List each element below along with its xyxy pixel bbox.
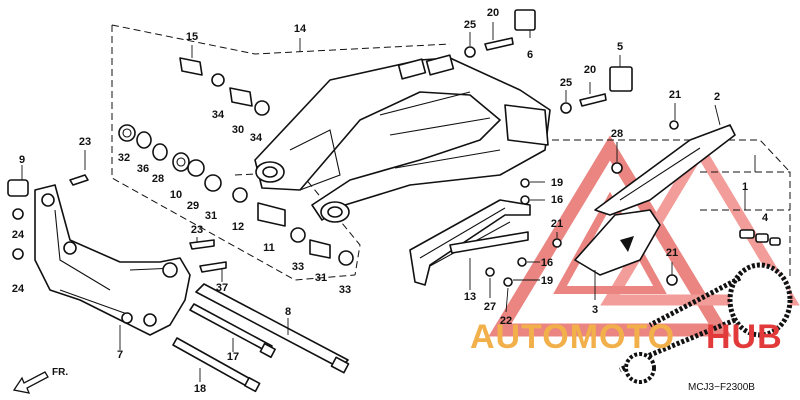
callout-9: 9 bbox=[19, 154, 25, 166]
callout-6: 6 bbox=[527, 49, 533, 61]
callout-13: 13 bbox=[464, 291, 476, 303]
callout-24: 24 bbox=[12, 283, 25, 295]
diagram-code: MCJ3−F2300B bbox=[688, 382, 755, 393]
callout-33: 33 bbox=[292, 261, 304, 273]
callout-15: 15 bbox=[186, 31, 198, 43]
callout-19: 19 bbox=[541, 275, 553, 287]
callout-20: 20 bbox=[487, 7, 499, 19]
callout-21: 21 bbox=[551, 218, 563, 230]
chain-case bbox=[594, 124, 736, 216]
callout-10: 10 bbox=[170, 189, 182, 201]
watermark-text: AUTOMOTO HUB bbox=[470, 318, 783, 356]
callout-25: 25 bbox=[560, 77, 572, 89]
callout-29: 30 bbox=[232, 124, 244, 136]
front-direction-arrow: FR. bbox=[12, 367, 68, 394]
callouts: 14 15 34 30 34 32 36 28 10 29 31 12 11 3… bbox=[12, 7, 769, 395]
callout-34: 34 bbox=[250, 132, 263, 144]
leader-lines bbox=[21, 22, 756, 382]
callout-22: 22 bbox=[500, 315, 512, 327]
callout-23: 23 bbox=[79, 136, 91, 148]
drive-chain bbox=[618, 262, 793, 384]
callout-30: 31 bbox=[315, 272, 327, 284]
callout-1: 1 bbox=[742, 181, 748, 193]
callout-34: 34 bbox=[212, 109, 225, 121]
callout-7: 7 bbox=[117, 349, 123, 361]
callout-31: 31 bbox=[205, 210, 217, 222]
callout-12: 12 bbox=[232, 221, 244, 233]
callout-16: 16 bbox=[551, 194, 563, 206]
front-label: FR. bbox=[52, 367, 68, 378]
callout-35: 36 bbox=[137, 163, 149, 175]
callout-24: 24 bbox=[12, 229, 25, 241]
callout-2: 2 bbox=[714, 91, 720, 103]
arrow-icon bbox=[12, 371, 49, 394]
callout-11: 11 bbox=[263, 242, 275, 254]
callout-32: 32 bbox=[118, 152, 130, 164]
callout-27: 28 bbox=[611, 128, 623, 140]
callout-17: 17 bbox=[227, 351, 239, 363]
callout-5: 5 bbox=[617, 41, 623, 53]
callout-19: 19 bbox=[551, 177, 563, 189]
callout-20: 20 bbox=[584, 64, 596, 76]
bearings-left bbox=[118, 57, 354, 266]
callout-21: 21 bbox=[669, 89, 681, 101]
callout-25: 25 bbox=[464, 19, 476, 31]
callout-18: 18 bbox=[194, 383, 206, 395]
pivot-plate bbox=[34, 184, 191, 336]
chain-slider bbox=[409, 199, 531, 286]
callout-4: 4 bbox=[762, 212, 769, 224]
pivot-shafts bbox=[172, 283, 350, 393]
callout-33: 33 bbox=[339, 284, 351, 296]
watermark-brand-right: HUB bbox=[706, 318, 783, 356]
callout-26: 27 bbox=[484, 301, 496, 313]
callout-16: 16 bbox=[541, 257, 553, 269]
callout-3: 3 bbox=[592, 304, 598, 316]
master-link bbox=[739, 229, 781, 246]
watermark-brand-left: AUTOMOTO bbox=[470, 318, 675, 356]
small-hardware bbox=[7, 9, 679, 287]
callout-28: 28 bbox=[152, 173, 164, 185]
callout-8: 8 bbox=[285, 306, 291, 318]
callout-23: 23 bbox=[191, 224, 203, 236]
callout-36: 37 bbox=[216, 282, 228, 294]
callout-21: 21 bbox=[666, 247, 678, 259]
callout-14: 14 bbox=[294, 23, 307, 35]
callout-28: 29 bbox=[187, 200, 199, 212]
swingarm bbox=[254, 54, 551, 223]
chain-guard bbox=[574, 209, 661, 276]
